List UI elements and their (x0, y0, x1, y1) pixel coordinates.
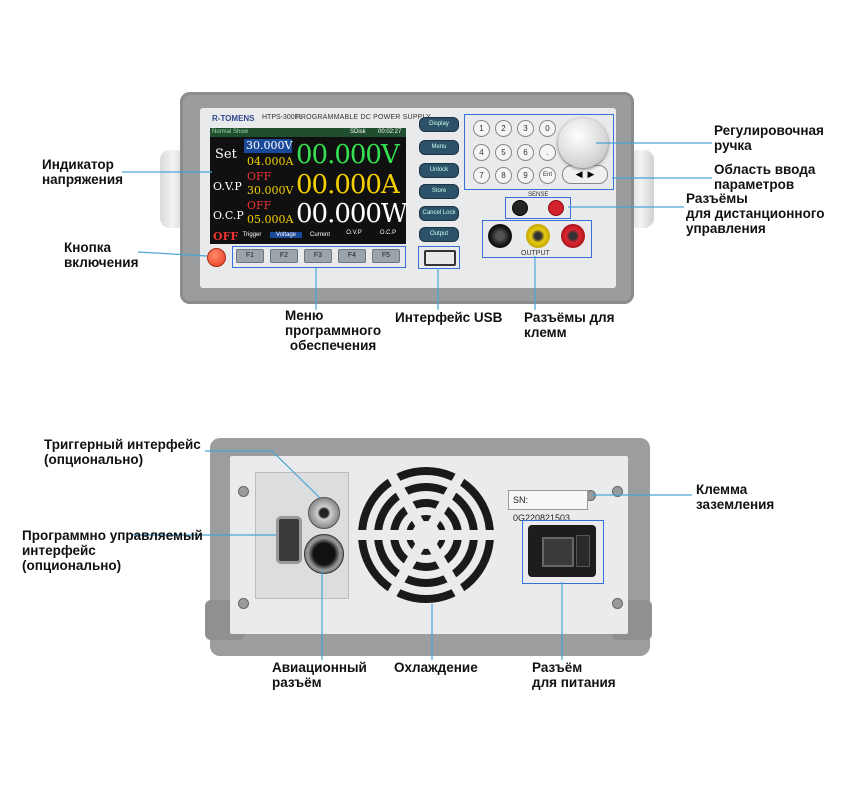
f5-key[interactable]: F5 (372, 249, 400, 263)
softkey-trigger: Trigger (242, 232, 262, 238)
lcd-screen (210, 128, 406, 244)
display-button[interactable]: Display (419, 117, 459, 132)
output-positive-jack[interactable] (561, 224, 585, 248)
screen-time: 00:02:27 (378, 129, 402, 135)
f4-key[interactable]: F4 (338, 249, 366, 263)
f1-key[interactable]: F1 (236, 249, 264, 263)
db9-serial-port[interactable] (276, 516, 302, 564)
output-label: OUTPUT (521, 250, 550, 257)
iec-power-socket[interactable] (528, 525, 596, 577)
softkey-ocp: O.C.P (379, 230, 397, 236)
power-button[interactable] (207, 248, 226, 267)
cancel-lock-button[interactable]: Cancel Lock (419, 206, 459, 221)
panel-title: PROGRAMMABLE DC POWER SUPPLY (296, 114, 431, 121)
fuse-holder (576, 535, 590, 567)
function-key-highlight (232, 246, 406, 268)
key-6[interactable]: 6 (517, 144, 534, 161)
ocp-label: O.C.P (213, 209, 244, 222)
keypad-highlight (464, 114, 614, 190)
key-1[interactable]: 1 (473, 120, 490, 137)
serial-number-label: SN: 0G220821503 (508, 490, 588, 523)
softkey-voltage: Voltage (270, 232, 302, 238)
label-trigger-interface: Триггерный интерфейс(опционально) (44, 437, 201, 467)
model-name: HTPS-300FL (262, 114, 303, 121)
key-5[interactable]: 5 (495, 144, 512, 161)
key-enter[interactable]: Ent (539, 167, 556, 184)
ovp-value: 30.000V (247, 184, 294, 197)
key-8[interactable]: 8 (495, 167, 512, 184)
f2-key[interactable]: F2 (270, 249, 298, 263)
key-dot[interactable]: . (539, 144, 556, 161)
usb-highlight (418, 246, 460, 269)
sense-negative-jack[interactable] (512, 200, 528, 216)
cooling-fan-grille (357, 467, 495, 603)
label-cooling: Охлаждение (394, 660, 478, 675)
brand-logo: R-TOMENS (212, 114, 255, 123)
key-3[interactable]: 3 (517, 120, 534, 137)
ocp-state: OFF (247, 199, 272, 212)
screw-icon (612, 486, 623, 497)
sense-positive-jack[interactable] (548, 200, 564, 216)
ovp-state: OFF (247, 170, 272, 183)
measured-power: 00.000W (296, 199, 408, 229)
set-label: Set (215, 147, 237, 162)
ground-jack[interactable] (526, 224, 550, 248)
label-usb-interface: Интерфейс USB (395, 310, 503, 325)
set-current: 04.000A (247, 155, 294, 168)
socket-inlet (542, 537, 574, 567)
power-socket-highlight (522, 520, 604, 584)
screen-status-bar: Normal Show SDisk 00:02:27 (210, 128, 406, 137)
screen-mode: Normal Show (212, 129, 249, 135)
key-0[interactable]: 0 (539, 120, 556, 137)
output-state: OFF (213, 230, 239, 243)
sense-highlight (505, 197, 571, 219)
f3-key[interactable]: F3 (304, 249, 332, 263)
interface-plate (255, 472, 349, 599)
sense-label: SENSE (528, 192, 549, 198)
screen-status: SDisk (350, 129, 366, 135)
set-voltage: 30.000V (244, 139, 293, 153)
screw-icon (238, 598, 249, 609)
softkey-current: Current (309, 232, 330, 238)
key-4[interactable]: 4 (473, 144, 490, 161)
adjust-knob[interactable] (558, 118, 608, 168)
output-button[interactable]: Output (419, 227, 459, 242)
menu-button[interactable]: Menu (419, 140, 459, 155)
ocp-value: 05.000A (247, 213, 294, 226)
measured-voltage: 00.000V (296, 140, 400, 170)
aviation-connector[interactable] (304, 534, 344, 574)
usb-port[interactable] (424, 250, 456, 266)
output-highlight (482, 220, 592, 258)
screw-icon (238, 486, 249, 497)
store-button[interactable]: Store (419, 184, 459, 199)
key-7[interactable]: 7 (473, 167, 490, 184)
key-9[interactable]: 9 (517, 167, 534, 184)
trigger-bnc-connector[interactable] (308, 497, 340, 529)
unlock-button[interactable]: Unlock (419, 163, 459, 178)
screw-icon (612, 598, 623, 609)
output-negative-jack[interactable] (488, 224, 512, 248)
measured-current: 00.000A (296, 170, 400, 200)
ovp-label: O.V.P (213, 180, 242, 193)
softkey-ovp: O.V.P (346, 230, 362, 236)
key-2[interactable]: 2 (495, 120, 512, 137)
